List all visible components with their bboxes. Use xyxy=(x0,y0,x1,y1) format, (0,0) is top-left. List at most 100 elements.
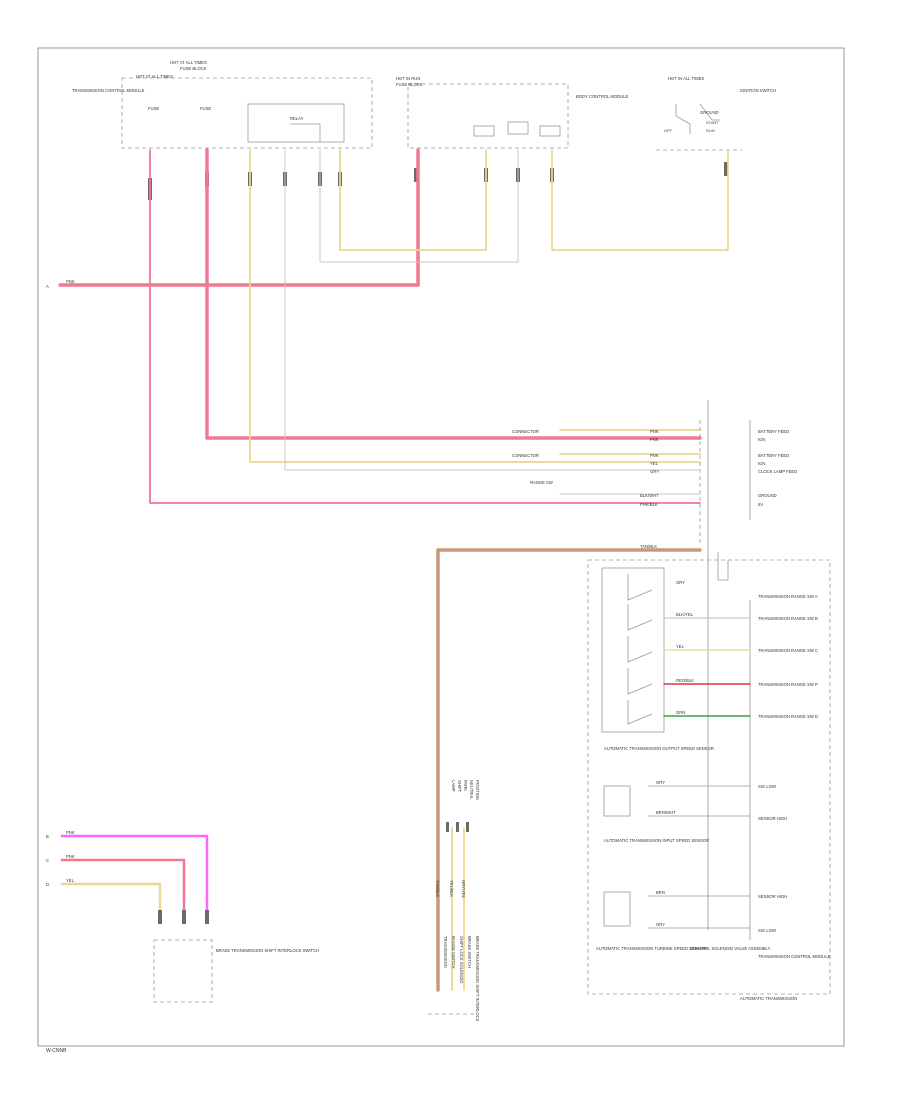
range-row-1-wire: BLK/YEL xyxy=(676,612,694,617)
mid-wire-1: YEL/BLK xyxy=(449,880,454,897)
bl-stub-1 xyxy=(158,910,162,924)
tcm-row-1-right: IGN xyxy=(758,437,765,442)
tcm-row-3-right: IGN xyxy=(758,461,765,466)
mid-bottom-0: TRANSMISSION xyxy=(443,936,448,968)
wire-gray-loop xyxy=(319,149,519,263)
tcm-row-5-wire: BLK/WHT xyxy=(640,493,659,498)
bl-row-2: D xyxy=(46,882,49,887)
control-module-label: CONTROL SOLENOID VALVE ASSEMBLY xyxy=(690,946,771,951)
top-components: HOT AT ALL TIMES FUSE BLOCK TRANSMISSION… xyxy=(72,60,776,151)
bl-row-0: B xyxy=(46,834,49,839)
wire-magenta xyxy=(60,834,209,912)
bl-wire-1: PNK xyxy=(66,854,75,859)
transmission-bottom-label: AUTOMATIC TRANSMISSION xyxy=(740,996,797,1001)
range-contact-3 xyxy=(627,636,653,663)
range-contact-2 xyxy=(627,604,653,631)
sensor-1-box xyxy=(603,785,631,817)
fuse-block2-title: FUSE BLOCK xyxy=(396,82,423,87)
range-contact-4 xyxy=(627,668,653,695)
sensor-row-0-right: SIG LOW xyxy=(758,784,776,789)
wire-yellow-ign xyxy=(551,149,729,251)
bottom-left-switch: B C D PNK PNK YEL BRAKE TRANSMISSION SHI… xyxy=(46,830,319,1003)
footer-code: W-CNNB xyxy=(46,1048,67,1054)
range-contact-5 xyxy=(627,700,653,725)
sensor-row-3-wire: GRY xyxy=(656,922,665,927)
bl-switch-box xyxy=(153,939,213,1003)
fuse-block2-box xyxy=(407,83,569,149)
body-module-label: BODY CONTROL MODULE xyxy=(576,94,629,99)
tcm-row-6-wire: PNK/BLK xyxy=(640,502,658,507)
wire-yellow-bl xyxy=(60,882,162,912)
range-contact-1 xyxy=(627,574,653,601)
mid-wire-2: GRY/YEL xyxy=(461,880,466,899)
range-row-4-right: TRANSMISSION RANGE SW D xyxy=(758,714,818,719)
wires: A PNK xyxy=(46,148,729,992)
mid-stub-3 xyxy=(466,822,469,832)
tcm-row-5-right: GROUND xyxy=(758,493,777,498)
fuse-box-c xyxy=(539,125,561,137)
switch-name: IGNITION SWITCH xyxy=(740,88,776,93)
wire-gray-vert-1 xyxy=(284,149,701,471)
tcm-row-0-wire: PNK xyxy=(650,429,659,434)
tcm-row-1-wire: PNK xyxy=(650,437,659,442)
range-row-4-wire: GRN xyxy=(676,710,685,715)
bl-wire-0: PNK xyxy=(66,830,75,835)
sensor-1-label: AUTOMATIC TRANSMISSION OUTPUT SPEED SENS… xyxy=(604,746,714,751)
fuse-hot-label: HOT AT ALL TIMES xyxy=(136,74,173,79)
bus-left-label: A xyxy=(46,284,49,289)
diagram-frame xyxy=(37,47,845,1047)
tcm-connector: CONNECTOR PNK BATTERY FEED PNK IGN CONNE… xyxy=(512,400,797,549)
mid-stub-2 xyxy=(456,822,459,832)
stub-7 xyxy=(414,168,418,182)
left-module-label: TRANSMISSION CONTROL MODULE xyxy=(72,88,145,93)
mid-bottom-2: SHIFT LOCK SOLENOID xyxy=(459,936,464,983)
sensor-row-2-wire: BRN xyxy=(656,890,665,895)
bus-wire-label: PNK xyxy=(66,279,75,284)
sensor-row-2-right: SENSOR HIGH xyxy=(758,894,787,899)
mid-stub-1 xyxy=(446,822,449,832)
range-switch-box xyxy=(601,567,665,733)
tcm-row-6-right: 5V xyxy=(758,502,763,507)
wire-yellow-vert-1 xyxy=(249,149,701,463)
range-row-1-right: TRANSMISSION RANGE SW B xyxy=(758,616,818,621)
bl-stub-3 xyxy=(205,910,209,924)
range-jumper xyxy=(717,552,729,581)
fuse-box-b xyxy=(507,121,529,135)
tcm-row-4-right: CLOCK LAMP FEED xyxy=(758,469,797,474)
wire-pink-vert-1 xyxy=(149,149,701,504)
sensor-row-3-right: SIG LOW xyxy=(758,928,776,933)
ignition-contact-1 xyxy=(675,104,691,134)
relay-link xyxy=(290,123,321,142)
wire-tan xyxy=(436,548,702,992)
range-row-3-right: TRANSMISSION RANGE SW P xyxy=(758,682,818,687)
transmission-assembly: GRY BLK/YEL TRANSMISSION RANGE SW B YEL … xyxy=(587,545,831,1001)
tcm-range-label: RANGE SW xyxy=(530,480,553,485)
sensor-row-1-wire: BRN/WHT xyxy=(656,810,676,815)
hot-run-label: HOT IN RUN xyxy=(396,76,420,81)
fuse-block-title: FUSE BLOCK xyxy=(180,66,207,71)
bl-row-1: C xyxy=(46,858,49,863)
tcm-row-2-wire: PNK xyxy=(650,453,659,458)
range-row-2-right: TRANSMISSION RANGE SW C xyxy=(758,648,818,653)
mid-vert-4: POSITION xyxy=(475,780,480,800)
range-row-0-wire: GRY xyxy=(676,580,685,585)
mid-vert-0: LAMP xyxy=(451,780,456,792)
sensor-3-label: AUTOMATIC TRANSMISSION TURBINE SPEED SEN… xyxy=(596,946,707,951)
tcm-row-4-wire: GRY xyxy=(650,469,659,474)
range-row-0-right: TRANSMISSION RANGE SW A xyxy=(758,594,818,599)
tcm-bottom-label: TRANSMISSION CONTROL MODULE xyxy=(758,954,831,959)
mid-connector: LAMP SHIFT PARK NEUTRAL POSITION TAN/BLK… xyxy=(428,780,480,1022)
bl-stub-2 xyxy=(182,910,186,924)
sensor-row-1-right: SENSOR HIGH xyxy=(758,816,787,821)
bl-wire-2: YEL xyxy=(66,878,75,883)
fuse-box-a xyxy=(473,125,495,137)
switch-start: START xyxy=(706,120,719,125)
switch-hot-label: HOT IN ALL TIMES xyxy=(668,76,704,81)
mid-bottom-1: RANGE SWITCH xyxy=(451,936,456,969)
mid-vert-1: SHIFT xyxy=(457,780,462,793)
sensor-2-label: AUTOMATIC TRANSMISSION INPUT SPEED SENSO… xyxy=(604,838,709,843)
tcm-row-2-right: BATTERY FEED xyxy=(758,453,789,458)
fuse-block-header: HOT AT ALL TIMES xyxy=(170,60,207,65)
mid-bottom-3: BRAKE SWITCH xyxy=(467,936,472,968)
